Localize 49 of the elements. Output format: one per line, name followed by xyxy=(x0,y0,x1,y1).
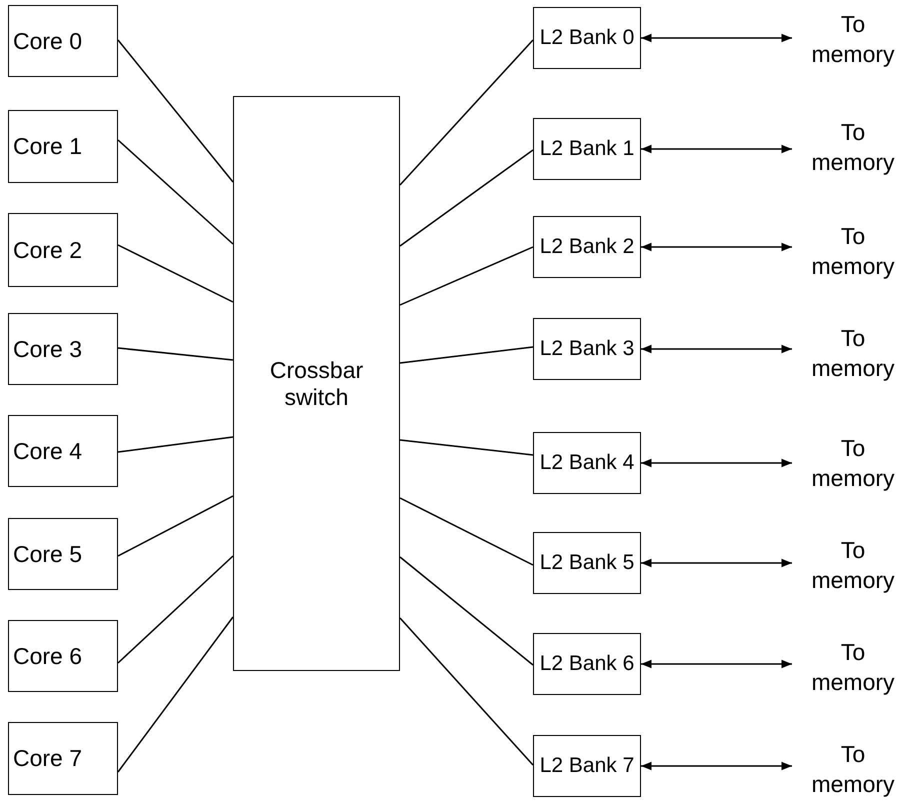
l2-bank-box: L2 Bank 6 xyxy=(533,633,641,695)
double-arrow xyxy=(641,458,792,468)
connector-line xyxy=(400,497,534,566)
l2-bank-box: L2 Bank 7 xyxy=(533,735,641,797)
memory-label: To memory xyxy=(792,424,914,504)
l2-bank-box: L2 Bank 3 xyxy=(533,318,641,380)
l2-bank-box: L2 Bank 5 xyxy=(533,532,641,594)
connector-line xyxy=(118,139,234,245)
memory-label: To memory xyxy=(792,730,914,810)
connector-line xyxy=(399,40,534,186)
connector-line xyxy=(400,149,534,247)
core-box: Core 4 xyxy=(8,415,118,487)
connector-line xyxy=(400,439,534,456)
memory-label: To memory xyxy=(792,212,914,292)
double-arrow xyxy=(641,558,792,568)
connector-line xyxy=(118,495,234,557)
memory-label: To memory xyxy=(792,0,914,80)
double-arrow xyxy=(641,660,792,668)
l2-bank-box: L2 Bank 4 xyxy=(533,432,641,494)
memory-label: To memory xyxy=(792,314,914,394)
core-box: Core 2 xyxy=(8,213,118,287)
connector-line xyxy=(400,346,534,364)
l2-bank-box: L2 Bank 1 xyxy=(533,118,641,180)
core-box: Core 6 xyxy=(8,620,118,692)
double-arrow xyxy=(641,144,792,154)
double-arrow xyxy=(641,344,792,354)
memory-label: To memory xyxy=(792,526,914,606)
connector-line xyxy=(399,618,534,766)
double-arrow xyxy=(641,34,792,42)
memory-label: To memory xyxy=(792,628,914,708)
connector-line xyxy=(118,347,234,361)
connector-line xyxy=(117,40,234,182)
core-box: Core 1 xyxy=(8,110,118,183)
connector-line xyxy=(118,436,234,453)
crossbar-switch-box: Crossbar switch xyxy=(233,96,400,671)
l2-bank-box: L2 Bank 2 xyxy=(533,216,641,278)
double-arrow xyxy=(641,762,792,770)
connector-line xyxy=(117,555,234,664)
connector-line xyxy=(117,616,234,772)
double-arrow xyxy=(641,242,792,252)
core-box: Core 5 xyxy=(8,518,118,590)
l2-bank-box: L2 Bank 0 xyxy=(533,7,641,69)
memory-label: To memory xyxy=(792,108,914,188)
connector-line xyxy=(400,556,534,666)
connector-line xyxy=(400,246,534,306)
core-box: Core 3 xyxy=(8,313,118,385)
connector-line xyxy=(118,244,234,303)
core-box: Core 7 xyxy=(8,722,118,795)
core-box: Core 0 xyxy=(8,5,118,77)
